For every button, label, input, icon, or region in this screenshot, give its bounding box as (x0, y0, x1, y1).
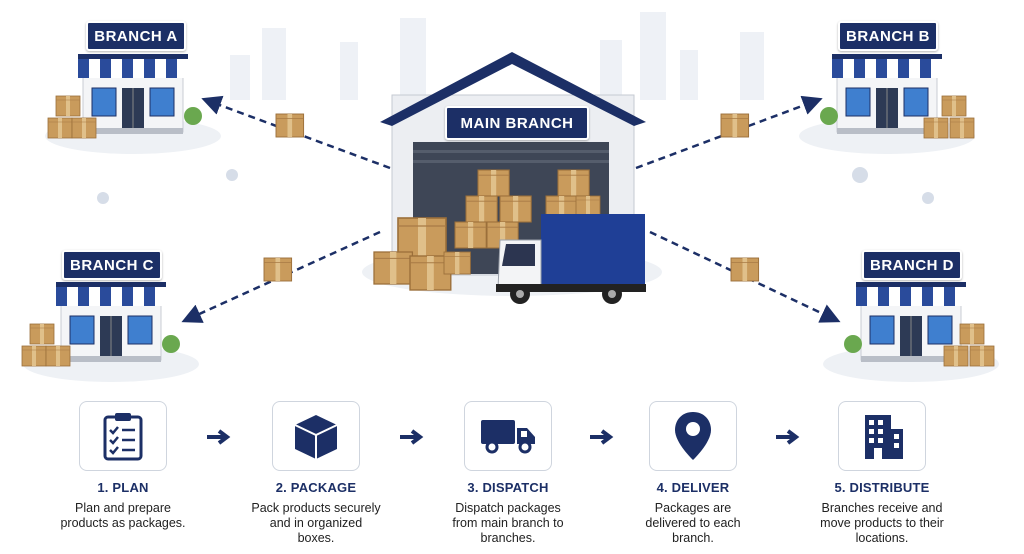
distribution-scene (21, 12, 1000, 383)
branch-d-label: BRANCH D (862, 250, 962, 280)
city-skyline (230, 12, 764, 100)
step-deliver: 4. DELIVER Packages are delivered to eac… (613, 401, 773, 546)
truck-icon (481, 420, 535, 454)
building-icon (865, 415, 903, 459)
step-title: 5. DISTRIBUTE (834, 480, 930, 495)
package-in-transit (275, 113, 305, 138)
main-branch-warehouse (362, 52, 662, 304)
branch-a-shop (44, 53, 222, 155)
delivery-truck (496, 214, 646, 304)
step-dispatch: 3. DISPATCH Dispatch packages from main … (428, 401, 588, 546)
main-branch-label: MAIN BRANCH (445, 106, 589, 140)
branch-c-shop (21, 281, 200, 383)
step-description: Branches receive and move products to th… (820, 501, 944, 545)
step-description: Pack products securely and in organized … (251, 501, 381, 545)
branch-c-label: BRANCH C (62, 250, 162, 280)
branch-a-label: BRANCH A (86, 21, 186, 51)
step-distribute: 5. DISTRIBUTE Branches receive and move … (802, 401, 962, 546)
flow-arrow-icon (590, 429, 614, 445)
step-description: Packages are delivered to each branch. (645, 501, 741, 545)
branch-b-shop (798, 53, 976, 155)
branch-d-shop (822, 281, 1000, 383)
box-icon (294, 415, 338, 459)
package-in-transit (720, 113, 750, 138)
flow-arrow-icon (400, 429, 424, 445)
clipboard-checklist-icon (103, 413, 143, 461)
step-description: Plan and prepare products as packages. (60, 501, 186, 530)
branch-b-label: BRANCH B (838, 21, 938, 51)
step-plan: 1. PLAN Plan and prepare products as pac… (43, 401, 203, 531)
step-title: 1. PLAN (97, 480, 149, 495)
step-title: 4. DELIVER (656, 480, 730, 495)
package-in-transit (730, 257, 760, 282)
flow-arrow-icon (207, 429, 231, 445)
step-title: 2. PACKAGE (275, 480, 357, 495)
step-package: 2. PACKAGE Pack products securely and in… (236, 401, 396, 546)
flow-arrow-icon (776, 429, 800, 445)
location-pin-icon (675, 412, 711, 460)
package-in-transit (263, 257, 293, 282)
step-description: Dispatch packages from main branch to br… (452, 501, 564, 545)
step-title: 3. DISPATCH (467, 480, 549, 495)
map-pins (97, 167, 934, 204)
